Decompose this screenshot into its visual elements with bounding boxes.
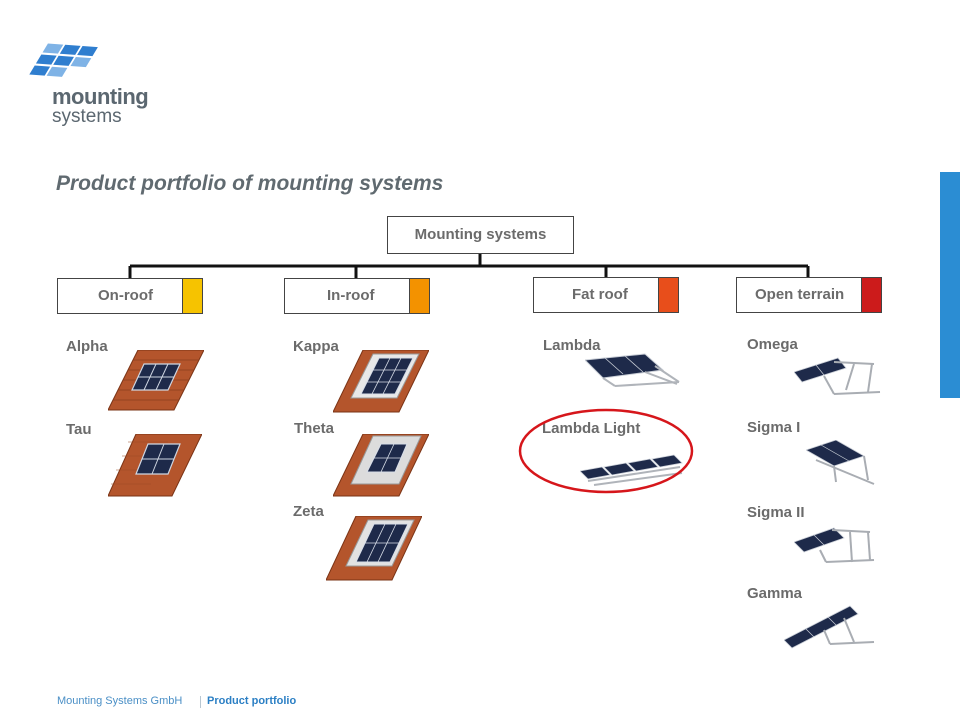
- category-label: Fat roof: [572, 286, 628, 303]
- category-in-roof: In-roof: [284, 278, 430, 314]
- kappa-inroof-image: [333, 350, 429, 413]
- logo-mark-icon: [29, 43, 98, 77]
- omega-open-terrain-image: [794, 357, 881, 395]
- category-on-roof: On-roof: [57, 278, 203, 314]
- theta-inroof-image: [333, 434, 429, 497]
- product-label-sigma-i: Sigma I: [747, 419, 801, 436]
- accent-bar: [940, 172, 960, 398]
- product-label-zeta: Zeta: [293, 503, 324, 520]
- category-open-terrain: Open terrain: [736, 277, 882, 313]
- lambda-light-flatroof-image: [580, 454, 683, 486]
- sigma-ii-open-terrain-image: [794, 527, 875, 563]
- category-label: On-roof: [98, 287, 153, 304]
- category-label: Open terrain: [755, 286, 845, 303]
- product-label-omega: Omega: [747, 336, 798, 353]
- footer-separator: [200, 696, 201, 708]
- category-label: In-roof: [327, 287, 375, 304]
- product-label-kappa: Kappa: [293, 338, 339, 355]
- page-title: Product portfolio of mounting systems: [56, 172, 444, 195]
- company-logo: mounting systems: [24, 38, 154, 130]
- category-color-swatch: [182, 279, 202, 313]
- footer-section: Product portfolio: [207, 695, 297, 707]
- category-color-swatch: [861, 278, 881, 312]
- tau-onroof-image: [108, 434, 202, 497]
- root-node-label: Mounting systems: [414, 226, 547, 243]
- alpha-onroof-image: [108, 350, 204, 411]
- category-color-swatch: [409, 279, 429, 313]
- category-flat-roof: Fat roof: [533, 277, 679, 313]
- lambda-flatroof-image: [585, 353, 680, 387]
- logo-text-mounting: mounting: [52, 84, 149, 109]
- sigma-i-open-terrain-image: [806, 440, 875, 485]
- logo-text-systems: systems: [52, 106, 122, 127]
- product-label-lambda: Lambda: [543, 337, 601, 354]
- highlight-circle: [518, 408, 694, 494]
- footer-company: Mounting Systems GmbH: [57, 695, 183, 707]
- gamma-open-terrain-image: [784, 605, 875, 649]
- product-label-theta: Theta: [294, 420, 335, 437]
- product-label-sigma-ii: Sigma II: [747, 504, 805, 521]
- root-node-mounting-systems: Mounting systems: [387, 216, 574, 254]
- product-label-tau: Tau: [66, 421, 92, 438]
- product-label-alpha: Alpha: [66, 338, 108, 355]
- category-color-swatch: [658, 278, 678, 312]
- zeta-inroof-image: [326, 516, 422, 581]
- product-label-lambda-light: Lambda Light: [542, 420, 641, 437]
- product-label-gamma: Gamma: [747, 585, 803, 602]
